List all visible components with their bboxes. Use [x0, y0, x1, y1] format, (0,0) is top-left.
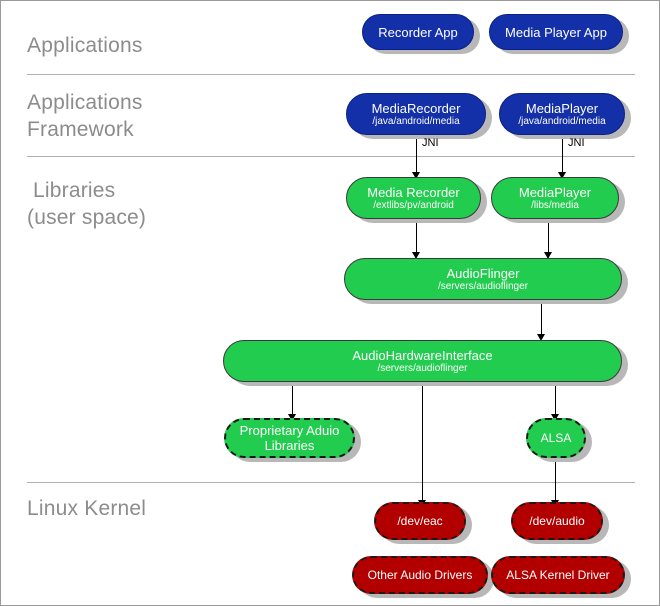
node-label: Media Player App — [505, 24, 607, 40]
edge-audioflinger-to-audiohardware — [541, 300, 542, 338]
node-sublabel: /extlibs/pv/android — [373, 199, 454, 211]
node-dev-eac[interactable]: /dev/eac — [374, 502, 466, 540]
layer-label-libraries: Libraries (user space) — [27, 179, 147, 229]
layer-label-linux-kernel: Linux Kernel — [27, 497, 147, 520]
edge-audiohardware-to-dev-eac — [422, 382, 423, 504]
node-sublabel: /java/android/media — [518, 115, 606, 127]
node-label: AudioHardwareInterface — [352, 347, 493, 363]
node-audioflinger[interactable]: AudioFlinger /servers/audioflinger — [344, 258, 622, 300]
node-label: /dev/audio — [529, 513, 585, 528]
node-other-audio-drivers[interactable]: Other Audio Drivers — [352, 556, 488, 594]
edge-mediaplayer-to-lib — [562, 135, 563, 176]
layer-label-applications-framework: Applications Framework — [27, 91, 143, 141]
node-mediaplayer-library[interactable]: MediaPlayer /libs/media — [491, 177, 619, 219]
node-sublabel: /servers/audioflinger — [377, 362, 468, 374]
node-sublabel: /servers/audioflinger — [437, 280, 529, 292]
layer-label-applications: Applications — [27, 34, 143, 57]
edge-mediaplayer-to-audioflinger-arrow — [544, 252, 552, 259]
edge-mediarecorder-to-lib — [416, 135, 417, 176]
node-proprietary-audio-libraries[interactable]: Proprietary Aduio Libraries — [224, 418, 355, 458]
edge-audioflinger-to-audiohardware-arrow — [537, 334, 545, 341]
node-label: AudioFlinger — [446, 265, 520, 281]
divider-applications — [27, 74, 635, 75]
node-label: MediaRecorder — [371, 100, 461, 116]
edge-media-recorder-to-audioflinger — [416, 219, 417, 256]
node-sublabel: /java/android/media — [372, 115, 460, 127]
node-label: Proprietary Aduio — [239, 423, 340, 438]
node-audiohardwareinterface[interactable]: AudioHardwareInterface /servers/audiofli… — [223, 340, 622, 382]
edge-audiohardware-to-alsa — [555, 382, 556, 418]
node-label: Other Audio Drivers — [367, 567, 473, 582]
node-recorder-app[interactable]: Recorder App — [362, 14, 474, 50]
node-alsa-kernel-driver[interactable]: ALSA Kernel Driver — [491, 556, 625, 594]
node-label: /dev/eac — [397, 513, 443, 528]
node-sublabel: /libs/media — [531, 199, 579, 211]
node-label: ALSA — [540, 430, 572, 445]
node-label: MediaPlayer — [525, 100, 599, 116]
node-label: MediaPlayer — [518, 184, 592, 200]
node-mediarecorder-framework[interactable]: MediaRecorder /java/android/media — [346, 93, 486, 135]
node-media-player-app[interactable]: Media Player App — [489, 14, 623, 50]
node-sublabel: Libraries — [264, 438, 315, 453]
edge-label-jni-left: JNI — [422, 137, 439, 149]
edge-mediaplayer-to-lib-arrow — [558, 172, 566, 179]
divider-framework — [27, 156, 635, 157]
node-label: ALSA Kernel Driver — [506, 567, 610, 582]
node-label: Media Recorder — [367, 184, 460, 200]
edge-mediarecorder-to-lib-arrow — [412, 172, 420, 179]
edge-mediaplayer-to-audioflinger — [548, 219, 549, 256]
node-dev-audio[interactable]: /dev/audio — [511, 502, 603, 540]
edge-media-recorder-to-audioflinger-arrow — [412, 252, 420, 259]
node-label: Recorder App — [378, 24, 458, 40]
divider-libraries — [27, 482, 635, 483]
node-mediaplayer-framework[interactable]: MediaPlayer /java/android/media — [499, 93, 625, 135]
edge-audiohardware-to-proprietary — [292, 382, 293, 418]
edge-alsa-to-dev-audio — [555, 458, 556, 504]
edge-label-jni-right: JNI — [568, 137, 585, 149]
node-media-recorder-library[interactable]: Media Recorder /extlibs/pv/android — [346, 177, 481, 219]
node-alsa[interactable]: ALSA — [526, 418, 586, 458]
